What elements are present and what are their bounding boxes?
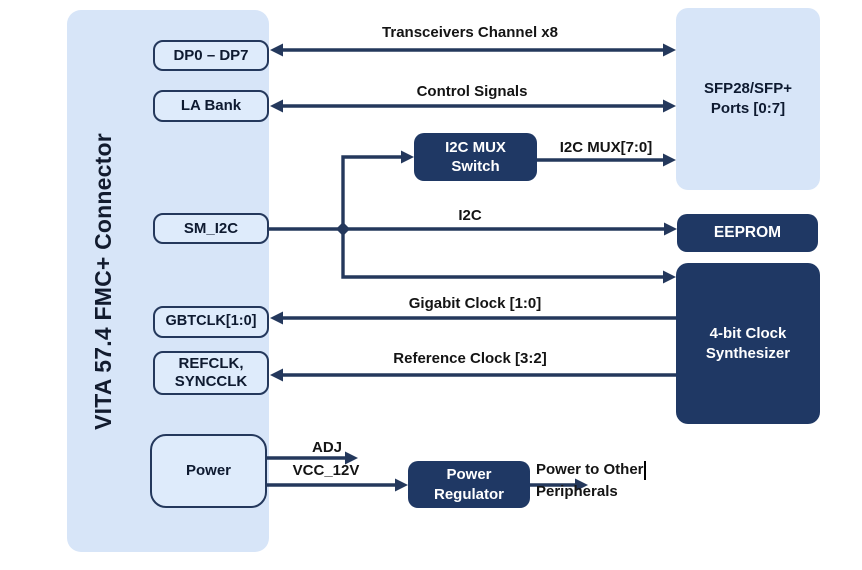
label-transceivers-channel: Transceivers Channel x8 — [382, 24, 558, 41]
port-sm-i2c: SM_I2C — [153, 213, 269, 244]
label-i2c-mux-bus: I2C MUX[7:0] — [559, 139, 653, 156]
port-power-label: Power — [185, 462, 231, 479]
block-eeprom-label: EEPROM — [713, 223, 782, 241]
port-gbtclk: GBTCLK[1:0] — [153, 306, 269, 338]
port-dp0-dp7: DP0 – DP7 — [153, 40, 269, 71]
port-power: Power — [150, 434, 267, 508]
fmc-connector-title: VITA 57.4 FMC+ Connector — [89, 132, 116, 430]
port-dp0-dp7-label: DP0 – DP7 — [173, 46, 249, 64]
block-i2c-mux-switch-label: I2C MUX Switch — [445, 138, 506, 176]
block-sfp-ports-label: SFP28/SFP+ Ports [0:7] — [704, 79, 792, 117]
port-gbtclk-label: GBTCLK[1:0] — [165, 313, 257, 330]
fmc-connector-title-wrap: VITA 57.4 FMC+ Connector — [67, 10, 139, 552]
block-clock-synthesizer: 4-bit Clock Synthesizer — [676, 263, 820, 424]
port-la-bank: LA Bank — [153, 90, 269, 122]
block-sfp-ports: SFP28/SFP+ Ports [0:7] — [676, 8, 820, 190]
block-i2c-mux-switch: I2C MUX Switch — [414, 133, 537, 181]
port-refclk-syncclk: REFCLK, SYNCCLK — [153, 351, 269, 395]
block-clock-synthesizer-label: 4-bit Clock Synthesizer — [705, 325, 791, 362]
block-power-regulator: Power Regulator — [408, 461, 530, 508]
i2c-junction-node — [336, 222, 350, 236]
port-la-bank-label: LA Bank — [180, 97, 242, 114]
port-refclk-syncclk-label: REFCLK, SYNCCLK — [174, 355, 248, 390]
label-reference-clock: Reference Clock [3:2] — [393, 350, 547, 367]
label-vcc-12v: VCC_12V — [292, 462, 360, 479]
block-power-regulator-label: Power Regulator — [433, 466, 504, 503]
label-gigabit-clock: Gigabit Clock [1:0] — [408, 295, 542, 312]
label-control-signals: Control Signals — [416, 83, 528, 100]
block-eeprom: EEPROM — [677, 214, 818, 252]
label-power-to-other-peripherals: Power to Other Peripherals — [536, 461, 644, 500]
arrowheads — [270, 43, 677, 492]
label-adj: ADJ — [311, 439, 343, 456]
text-cursor — [644, 461, 646, 480]
port-sm-i2c-label: SM_I2C — [183, 219, 239, 237]
label-i2c: I2C — [458, 207, 482, 224]
